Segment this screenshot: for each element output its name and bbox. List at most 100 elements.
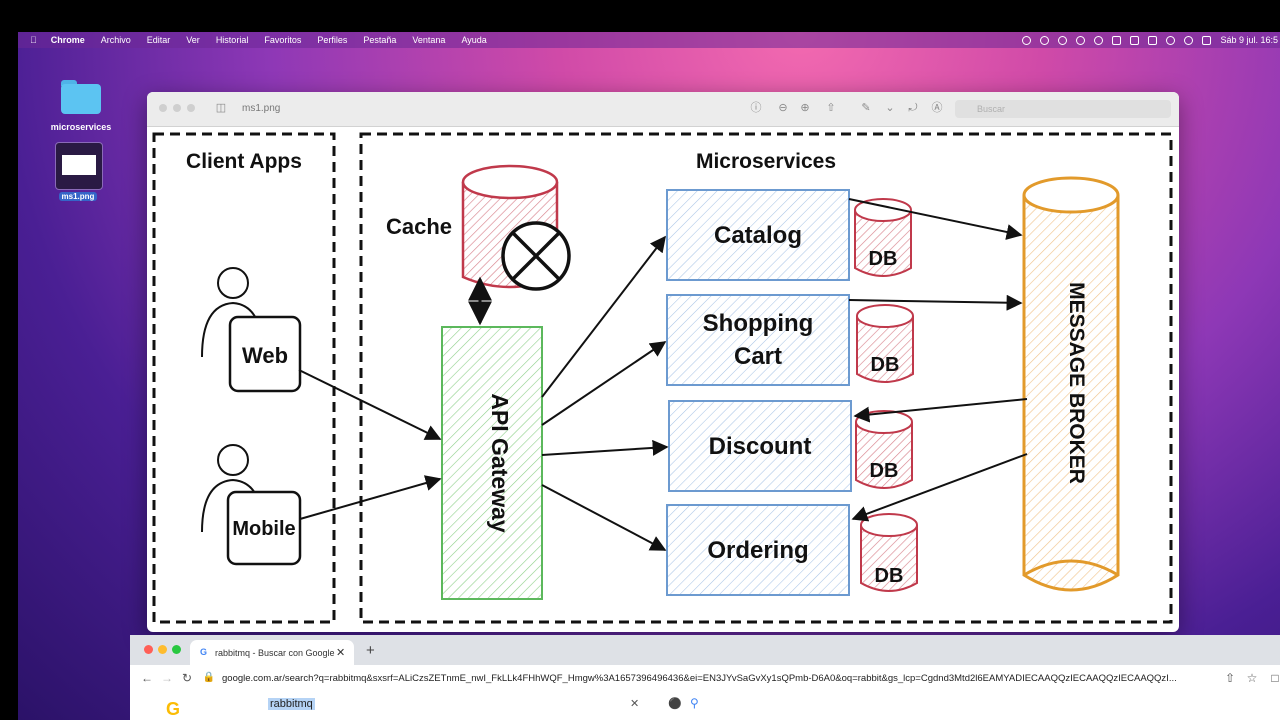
menu-ayuda[interactable]: Ayuda: [454, 35, 486, 45]
back-icon[interactable]: ←: [141, 671, 153, 685]
wifi-icon[interactable]: [1166, 35, 1176, 45]
menu-pestana[interactable]: Pestaña: [356, 35, 396, 45]
cart-db-label: DB: [871, 354, 900, 376]
gateway-to-catalog-arrow: [541, 235, 666, 398]
zoom-in-icon[interactable]: ⊕: [800, 102, 810, 114]
window-title: ms1.png: [242, 103, 281, 114]
chrome-zoom-button[interactable]: [172, 645, 181, 654]
globe-icon[interactable]: [1094, 35, 1104, 45]
search-input[interactable]: rabbitmq: [268, 698, 315, 710]
battery-icon[interactable]: [1148, 35, 1158, 45]
client-apps-title: Client Apps: [186, 150, 302, 173]
preview-window: ◫ ms1.png ⓘ ⊖ ⊕ ⇧ ✎ ⌄ ⤾ Ⓐ Buscar: [147, 92, 1179, 632]
web-client-label: Web: [242, 343, 288, 368]
chevron-down-icon[interactable]: ⌄: [885, 102, 895, 114]
spotlight-search-icon[interactable]: [1184, 35, 1194, 45]
apple-icon[interactable]: : [18, 35, 43, 45]
sync-icon[interactable]: [1076, 35, 1086, 45]
cache-label: Cache: [386, 214, 452, 239]
status-app-icon[interactable]: [1022, 35, 1032, 45]
discount-service-label: Discount: [709, 433, 812, 460]
share-icon[interactable]: ⇧: [1224, 671, 1236, 685]
bookmark-star-icon[interactable]: ☆: [1246, 671, 1258, 685]
menu-archivo[interactable]: Archivo: [94, 35, 131, 45]
catalog-db-cylinder: DB: [854, 198, 912, 277]
chrome-page-content: G rabbitmq ✕ ⚫ ⚲: [130, 693, 1280, 720]
web-to-gateway-arrow: [298, 369, 442, 440]
microservices-title: Microservices: [696, 150, 836, 173]
shopping-cart-label-line1: Shopping: [703, 310, 814, 337]
menu-ventana[interactable]: Ventana: [405, 35, 445, 45]
menu-bar:  Chrome Archivo Editar Ver Historial Fa…: [18, 32, 1280, 48]
chrome-tab[interactable]: G rabbitmq - Buscar con Google ✕: [190, 640, 354, 665]
rotate-icon[interactable]: ⤾: [908, 102, 918, 114]
mobile-to-gateway-arrow: [299, 475, 442, 520]
catalog-db-label: DB: [869, 248, 898, 270]
new-tab-icon[interactable]: +: [366, 642, 375, 659]
preview-search-input[interactable]: Buscar: [955, 100, 1171, 118]
file-label[interactable]: ms1.png: [59, 192, 97, 201]
forward-icon[interactable]: →: [161, 671, 173, 685]
menu-ver[interactable]: Ver: [179, 35, 200, 45]
sidepanel-icon[interactable]: □: [1271, 671, 1279, 685]
desktop:  Chrome Archivo Editar Ver Historial Fa…: [18, 32, 1280, 720]
chrome-tab-strip: G rabbitmq - Buscar con Google ✕ +: [130, 635, 1280, 665]
mobile-client-box: [226, 490, 302, 566]
broker-to-ordering-arrow: [851, 453, 1028, 522]
google-favicon-icon: G: [200, 647, 208, 657]
menu-historial[interactable]: Historial: [209, 35, 249, 45]
gateway-to-ordering-arrow: [541, 484, 667, 551]
markup-pen-icon[interactable]: ✎: [861, 102, 871, 114]
discount-db-cylinder: DB: [855, 410, 913, 489]
catalog-service: Catalog: [666, 189, 850, 281]
minimize-button[interactable]: [173, 104, 181, 112]
search-icon[interactable]: ⚲: [690, 696, 699, 710]
control-center-icon[interactable]: [1202, 35, 1212, 45]
folder-label[interactable]: microservices: [50, 122, 112, 132]
chrome-tab-title: rabbitmq - Buscar con Google: [215, 648, 335, 658]
menu-clock[interactable]: Sáb 9 jul. 16:5: [1220, 35, 1278, 45]
keyboard-icon[interactable]: [1130, 35, 1140, 45]
broker-to-discount-arrow: [853, 398, 1028, 423]
chrome-close-button[interactable]: [144, 645, 153, 654]
microphone-icon[interactable]: ⚫: [668, 698, 682, 710]
cart-db-cylinder: DB: [856, 304, 914, 383]
ordering-db-cylinder: DB: [860, 513, 918, 592]
mobile-client-label: Mobile: [232, 518, 295, 540]
shield-icon[interactable]: [1112, 35, 1122, 45]
menu-favoritos[interactable]: Favoritos: [257, 35, 301, 45]
chrome-window: G rabbitmq - Buscar con Google ✕ + ← → ↻…: [130, 635, 1280, 720]
zoom-out-icon[interactable]: ⊖: [778, 102, 788, 114]
zoom-button[interactable]: [187, 104, 195, 112]
reload-icon[interactable]: ↻: [181, 671, 193, 685]
close-tab-icon[interactable]: ✕: [336, 647, 346, 659]
api-gateway-box: [441, 326, 543, 600]
url-input[interactable]: google.com.ar/search?q=rabbitmq&sxsrf=AL…: [222, 673, 1177, 684]
lock-icon[interactable]: 🔒: [202, 672, 216, 683]
message-broker-cylinder: [1022, 176, 1120, 592]
shopping-cart-label-line2: Cart: [734, 343, 782, 370]
microservices-diagram: Client Apps Microservices Web Mobile Cac…: [152, 132, 1173, 624]
ordering-service: Ordering: [666, 504, 850, 596]
menu-perfiles[interactable]: Perfiles: [310, 35, 347, 45]
sidebar-toggle-icon[interactable]: ◫: [215, 102, 227, 114]
web-client-box: [228, 315, 302, 393]
cloud-icon[interactable]: [1040, 35, 1050, 45]
folder-icon[interactable]: [61, 80, 101, 114]
google-logo[interactable]: G: [166, 699, 181, 719]
menu-app-name[interactable]: Chrome: [44, 35, 85, 45]
annotate-icon[interactable]: Ⓐ: [931, 102, 943, 114]
gateway-to-cart-arrow: [541, 341, 667, 426]
png-file-icon[interactable]: [55, 142, 103, 190]
ordering-service-label: Ordering: [707, 537, 808, 564]
cart-to-broker-arrow: [848, 294, 1023, 311]
pen-icon[interactable]: [1058, 35, 1068, 45]
cache-invalid-icon: [501, 221, 571, 291]
share-icon[interactable]: ⇧: [826, 102, 836, 114]
menu-editar[interactable]: Editar: [140, 35, 171, 45]
close-button[interactable]: [159, 104, 167, 112]
chrome-minimize-button[interactable]: [158, 645, 167, 654]
info-icon[interactable]: ⓘ: [750, 102, 762, 114]
clear-search-icon[interactable]: ✕: [630, 698, 640, 710]
preview-toolbar: ◫ ms1.png ⓘ ⊖ ⊕ ⇧ ✎ ⌄ ⤾ Ⓐ Buscar: [147, 92, 1179, 127]
